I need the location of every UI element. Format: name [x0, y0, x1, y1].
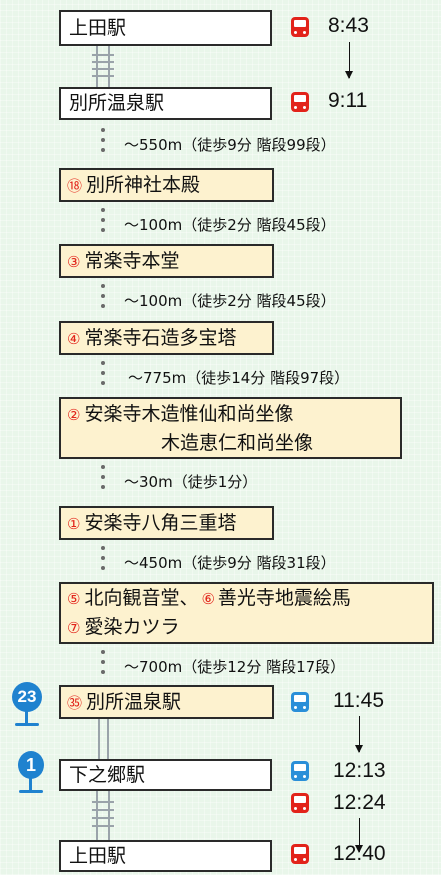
bus-stop-icon — [29, 777, 32, 791]
train-icon — [291, 844, 309, 864]
spot-name: 常楽寺本堂 — [84, 249, 180, 272]
bus-route-line — [98, 719, 110, 760]
station-shimonogo: 下之郷駅 — [59, 759, 272, 791]
spot-name: 北向観音堂、 — [84, 587, 199, 609]
station-name: 上田駅 — [69, 16, 127, 39]
train-icon — [291, 793, 309, 813]
station-ueda-start: 上田駅 — [59, 10, 272, 46]
train-icon — [291, 17, 309, 37]
spot-number: ⑥ — [201, 590, 215, 608]
walk-info: ～450m（徒歩9分 階段31段） — [124, 554, 336, 572]
spot-name: 善光寺地震絵馬 — [217, 587, 351, 609]
walk-info: ～100m（徒歩2分 階段45段） — [124, 292, 336, 310]
spot-name: 別所温泉駅 — [86, 690, 182, 713]
route-badge-23: 23 — [12, 682, 42, 712]
spot-name: 愛染カツラ — [84, 616, 180, 638]
arrow-down-icon — [355, 818, 363, 853]
station-name: 上田駅 — [69, 844, 127, 867]
arrow-down-icon — [355, 716, 363, 753]
walk-info: ～100m（徒歩2分 階段45段） — [124, 216, 336, 234]
train-icon — [291, 92, 309, 112]
walk-dots — [101, 546, 105, 576]
bus-icon — [291, 761, 309, 781]
walk-dots — [101, 128, 105, 158]
arrival-time: 12:40 — [333, 842, 386, 865]
spot-name: 安楽寺八角三重塔 — [84, 511, 237, 534]
walk-info: ～700m（徒歩12分 階段17段） — [124, 658, 346, 676]
spot-number: ㉟ — [67, 693, 83, 712]
spot-number: ② — [67, 405, 81, 424]
spot-number: ③ — [67, 252, 81, 271]
spot-number: ① — [67, 514, 81, 533]
bus-stop-icon — [25, 710, 28, 724]
walk-info: ～550m（徒歩9分 階段99段） — [124, 136, 336, 154]
bus-icon — [291, 692, 309, 712]
station-name: 別所温泉駅 — [69, 92, 165, 114]
train-departure-time: 12:24 — [333, 791, 386, 814]
spot-number: ⑱ — [67, 176, 83, 195]
spot-name: 木造恵仁和尚坐像 — [161, 431, 314, 454]
departure-time: 8:43 — [328, 14, 369, 37]
bus-stop-base — [15, 723, 39, 726]
walk-dots — [101, 361, 105, 391]
bus-departure-time: 11:45 — [333, 689, 384, 712]
walk-info: ～30m（徒歩1分） — [124, 473, 258, 491]
rail-track — [92, 791, 116, 841]
station-name: 下之郷駅 — [69, 763, 146, 786]
arrival-time: 9:11 — [328, 89, 368, 112]
walk-dots — [101, 465, 105, 495]
spot-name: 常楽寺石造多宝塔 — [84, 326, 237, 349]
bus-stop-base — [19, 790, 43, 793]
spot-number: ⑤ — [67, 590, 81, 608]
walk-dots — [101, 650, 105, 680]
spot-name: 別所神社本殿 — [86, 173, 201, 196]
spot-number: ④ — [67, 329, 81, 348]
station-ueda-end: 上田駅 — [59, 840, 272, 872]
spot-number: ⑦ — [67, 619, 81, 637]
walk-dots — [101, 208, 105, 238]
station-bessho-onsen: 別所温泉駅 — [59, 87, 272, 120]
spot-name: 安楽寺木造惟仙和尚坐像 — [84, 402, 294, 425]
bus-arrival-time: 12:13 — [333, 759, 386, 782]
walk-dots — [101, 284, 105, 314]
route-badge-1: 1 — [18, 751, 44, 779]
walk-info: ～775m（徒歩14分 階段97段） — [128, 369, 350, 387]
arrow-down-icon — [345, 42, 353, 79]
rail-track — [92, 46, 116, 88]
